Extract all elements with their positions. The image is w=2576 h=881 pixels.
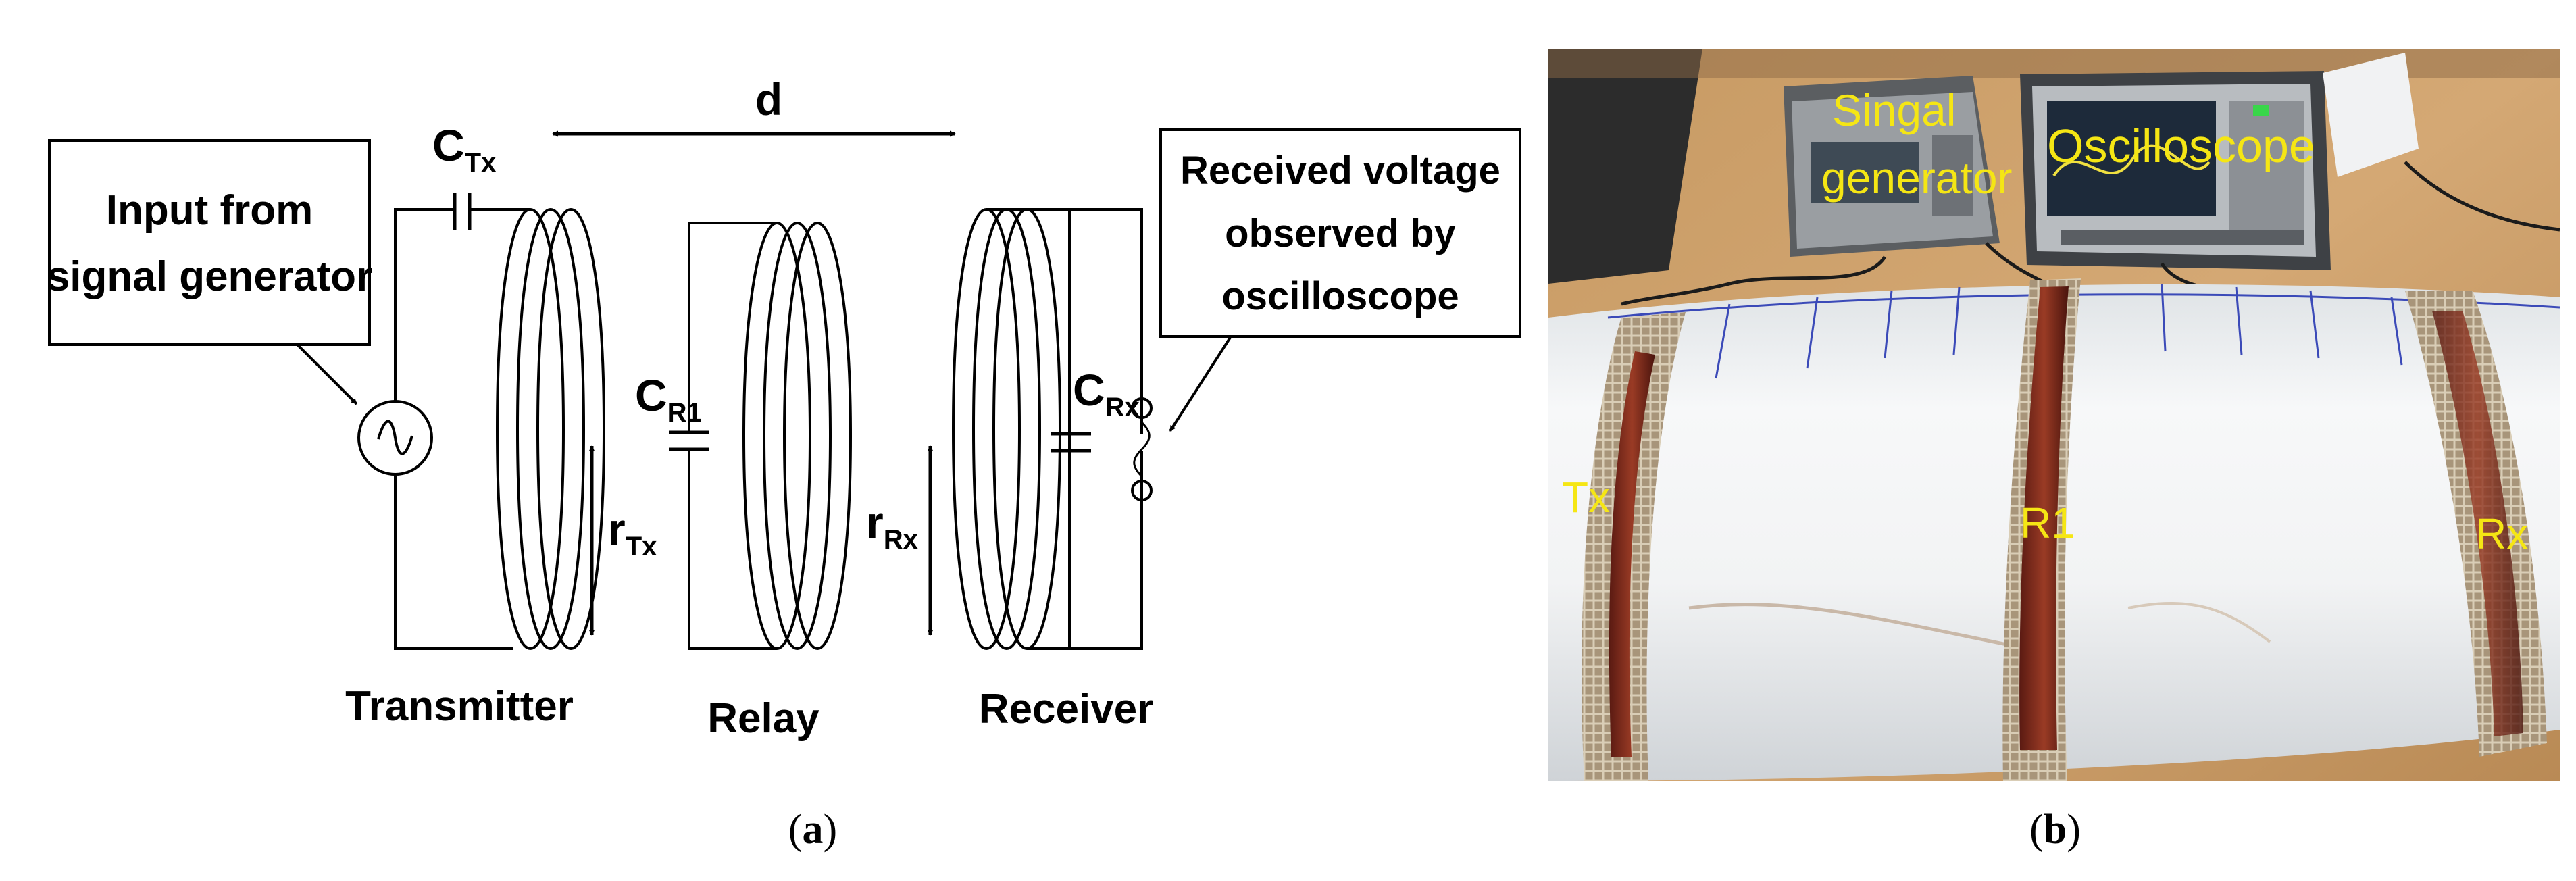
- transmitter-coil-icon: [495, 207, 606, 651]
- panel-b-photo: Singal generator Oscilloscope Tx R1 Rx (…: [1548, 49, 2560, 853]
- photo-label-singal-line-1: Singal: [1832, 85, 1956, 135]
- photo-rx-coil: [2405, 291, 2547, 757]
- output-pointer-arrow: [1169, 335, 1232, 432]
- input-pointer-arrow: [296, 343, 358, 405]
- cap-r1-label: CR1: [635, 370, 702, 428]
- photo-oscilloscope: [2020, 71, 2331, 270]
- distance-label: d: [755, 74, 782, 124]
- photo-label-oscilloscope: Oscilloscope: [2047, 120, 2315, 172]
- photo-r1-coil: [2002, 278, 2081, 781]
- radius-rx-label: rRx: [866, 497, 918, 555]
- transmitter-wire: [394, 208, 530, 650]
- input-box: [48, 139, 371, 346]
- input-box-line-2: signal generator: [47, 253, 372, 300]
- output-box: [1159, 128, 1521, 338]
- output-box-line-2: observed by: [1225, 211, 1456, 255]
- cap-rx-label: CRx: [1073, 365, 1140, 422]
- photo-signal-generator: [1784, 76, 2000, 257]
- receiver-label: Receiver: [979, 686, 1154, 732]
- panel-a-labels: d Input from signal generator Received v…: [47, 74, 1500, 853]
- output-terminal-top: [1131, 397, 1153, 419]
- relay-wire: [688, 222, 777, 650]
- caption-a: (a): [788, 807, 837, 853]
- photo-label-singal-line-2: generator: [1821, 153, 2013, 203]
- output-terminal-bottom: [1131, 480, 1153, 501]
- photo-power-strip: [2323, 53, 2419, 177]
- relay-label: Relay: [707, 695, 819, 742]
- transmitter-label: Transmitter: [345, 683, 574, 730]
- photo-label-r1: R1: [2020, 499, 2075, 547]
- receiver-coil-icon: [951, 207, 1062, 651]
- photo-tx-coil: [1582, 312, 1686, 781]
- caption-b: (b): [2029, 807, 2081, 853]
- photo-label-tx: Tx: [1562, 473, 1610, 522]
- output-box-line-1: Received voltage: [1180, 149, 1500, 193]
- receiver-output-wire: [1069, 208, 1143, 650]
- panel-a-circuit: [48, 128, 1521, 651]
- output-wave-icon: [1133, 421, 1151, 478]
- radius-tx-label: rTx: [608, 504, 657, 561]
- output-box-line-3: oscilloscope: [1221, 274, 1459, 318]
- input-box-line-1: Input from: [106, 187, 313, 234]
- cap-tx-label: CTx: [432, 120, 496, 178]
- relay-coil-icon: [742, 221, 853, 651]
- photo-label-rx: Rx: [2475, 509, 2528, 558]
